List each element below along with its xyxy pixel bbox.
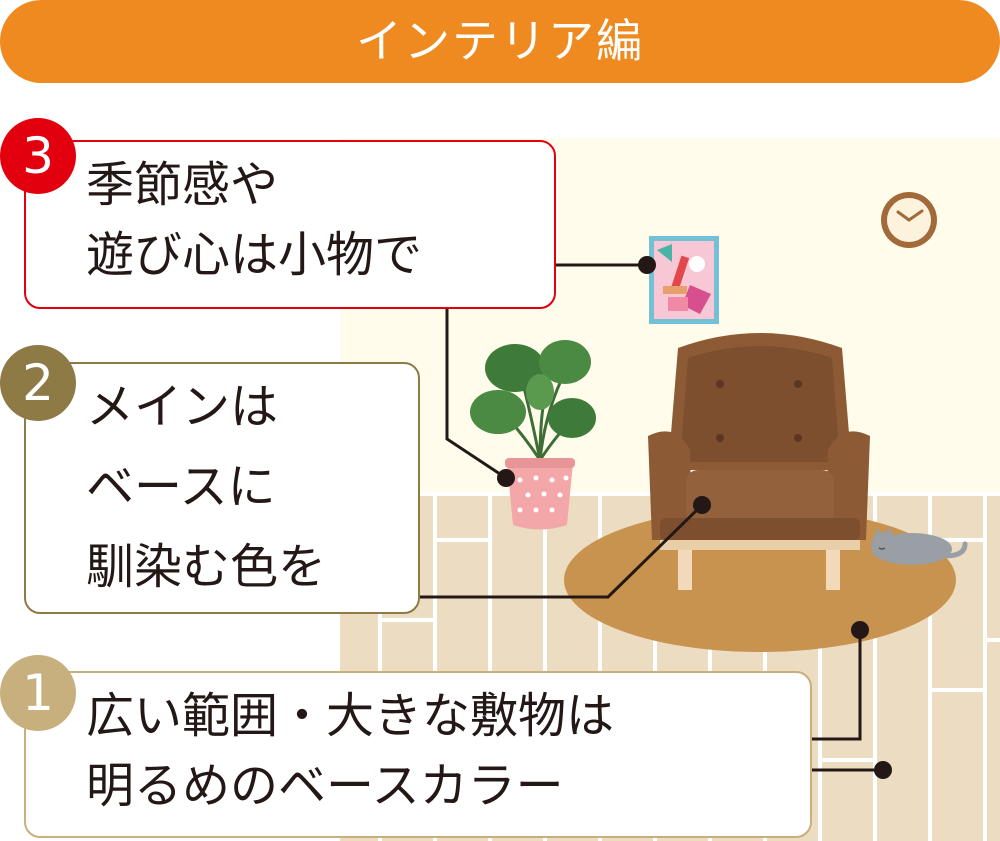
callout-2: メインは ベースに 馴染む色を bbox=[24, 362, 420, 614]
callout-2-number-badge: 2 bbox=[0, 345, 76, 421]
wall-clock-icon bbox=[881, 192, 937, 248]
callout-1: 広い範囲・大きな敷物は 明るめのベースカラー bbox=[24, 671, 812, 838]
leader-dots bbox=[497, 256, 892, 779]
callout-3-line-2: 遊び心は小物で bbox=[86, 227, 423, 283]
callout-3: 季節感や 遊び心は小物で bbox=[24, 140, 556, 309]
page-title: インテリア編 bbox=[356, 14, 644, 68]
header-bar bbox=[0, 0, 1000, 83]
callout-3-line-1: 季節感や bbox=[86, 157, 279, 213]
callout-1-line-2: 明るめのベースカラー bbox=[86, 758, 564, 814]
leader-lines bbox=[420, 263, 883, 772]
callout-2-line-3: 馴染む色を bbox=[86, 539, 327, 595]
callout-2-line-1: メインは bbox=[86, 379, 279, 435]
callout-2-line-2: ベースに bbox=[86, 459, 276, 515]
armchair-icon bbox=[648, 333, 870, 590]
callout-1-line-1: 広い範囲・大きな敷物は bbox=[86, 688, 615, 744]
monstera-plant-icon bbox=[470, 340, 596, 530]
callout-1-number-badge: 1 bbox=[0, 655, 76, 731]
cat-icon bbox=[871, 527, 968, 565]
wall-art-icon bbox=[649, 236, 719, 324]
callout-3-number-badge: 3 bbox=[0, 118, 76, 194]
